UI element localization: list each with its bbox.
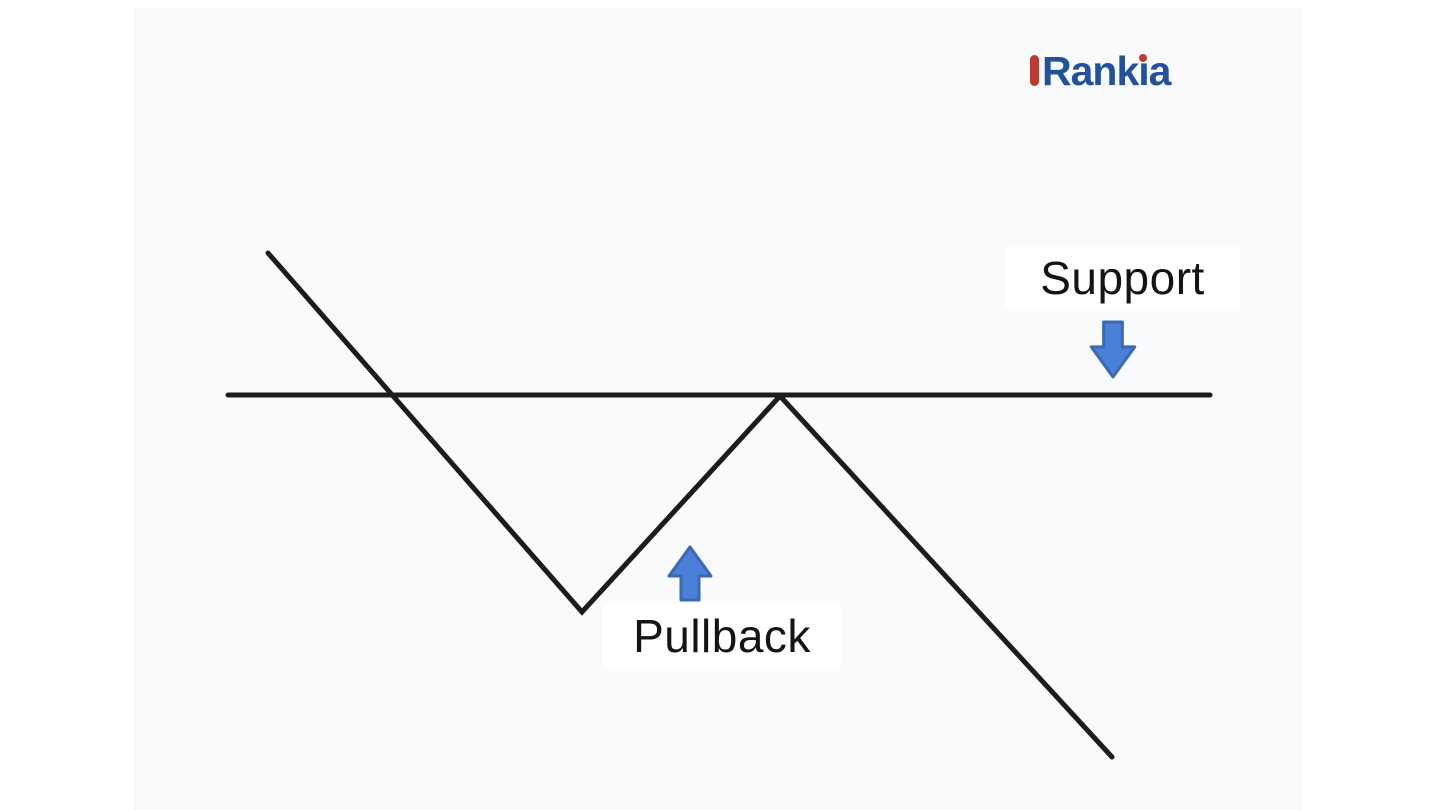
support-label: Support xyxy=(1005,247,1240,309)
logo-red-bar-icon xyxy=(1030,55,1039,86)
arrow-up-icon xyxy=(667,545,713,602)
arrow-down-shape xyxy=(1089,320,1137,379)
logo-text-prefix: Rank xyxy=(1042,48,1139,94)
arrow-down-icon xyxy=(1089,320,1137,379)
price-path-line xyxy=(265,250,1115,760)
pullback-label: Pullback xyxy=(603,603,841,669)
logo-i-dot-icon xyxy=(1139,54,1148,62)
logo-i-stem: ı xyxy=(1138,48,1149,94)
logo-letter-i: ı xyxy=(1138,48,1149,94)
arrow-up-shape xyxy=(667,545,713,602)
price-diagram xyxy=(225,250,1213,760)
logo-text-suffix: a xyxy=(1148,48,1172,94)
